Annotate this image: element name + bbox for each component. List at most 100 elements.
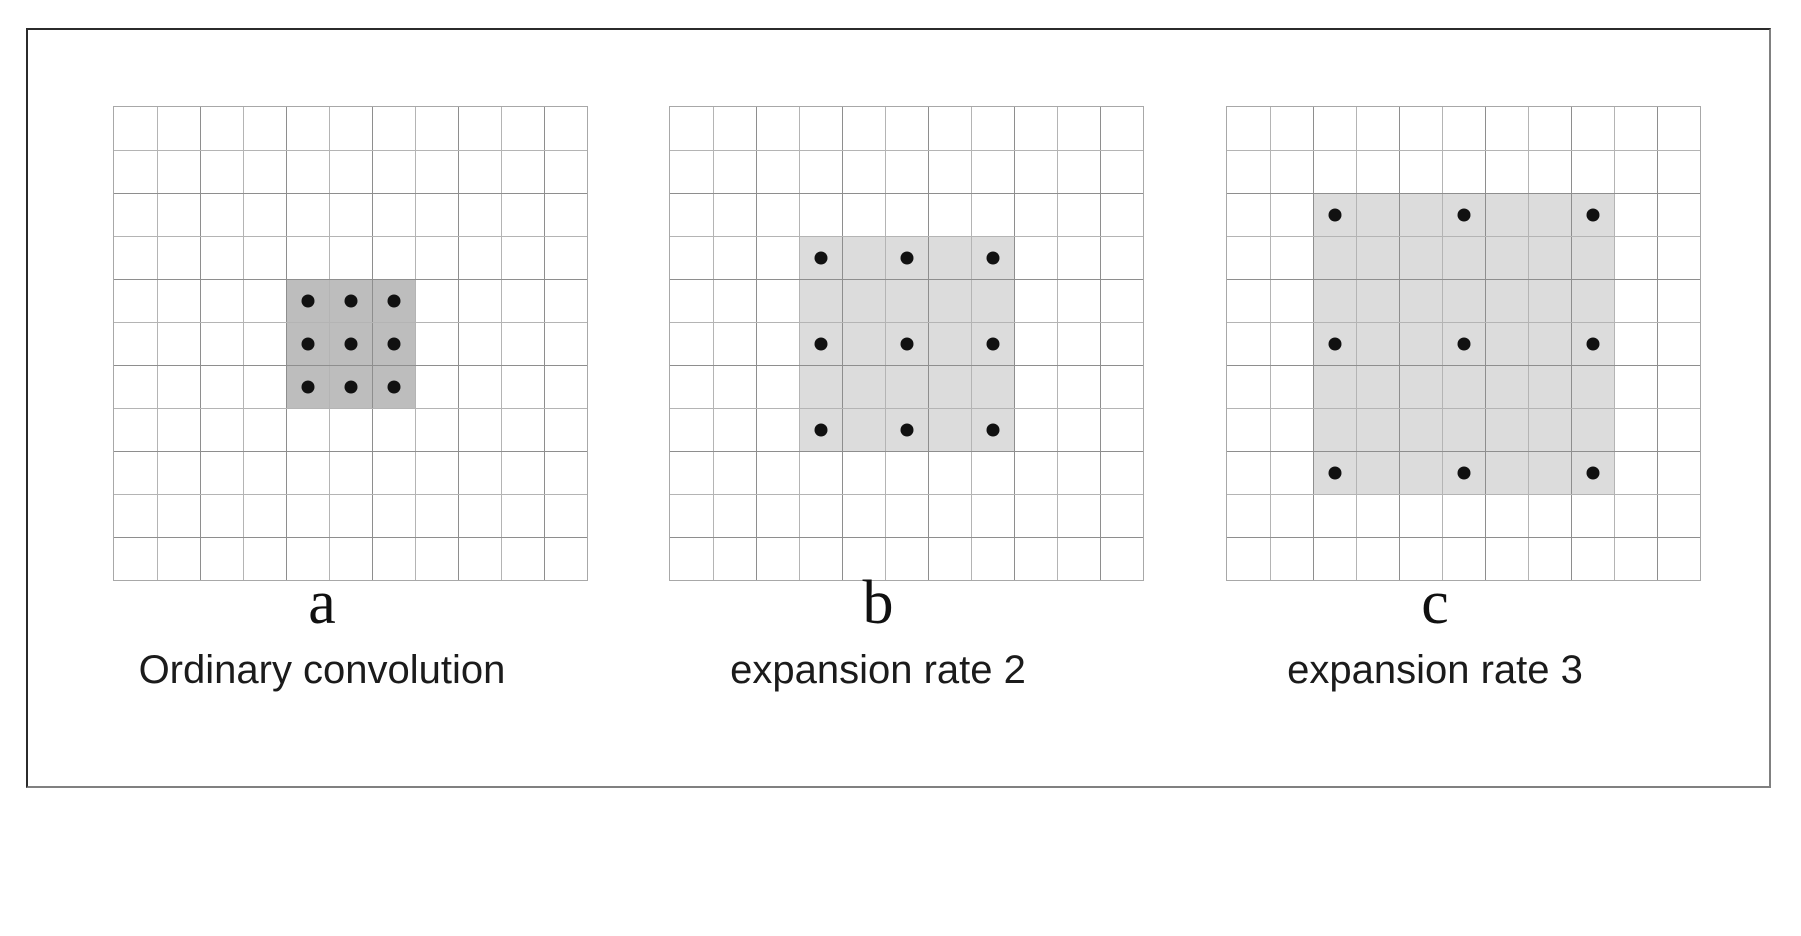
grid-line-vertical	[1442, 107, 1443, 580]
grid-line-horizontal	[670, 150, 1143, 151]
grid-line-vertical	[1057, 107, 1058, 580]
grid-line-vertical	[544, 107, 545, 580]
grid-line-horizontal	[1227, 408, 1700, 409]
grid-line-vertical	[286, 107, 287, 580]
grid-line-vertical	[1571, 107, 1572, 580]
kernel-sample-dot	[1457, 337, 1470, 350]
grid-line-horizontal	[670, 193, 1143, 194]
kernel-sample-dot	[1586, 208, 1599, 221]
grid-line-vertical	[329, 107, 330, 580]
grid-line-horizontal	[114, 279, 587, 280]
grid-line-vertical	[200, 107, 201, 580]
grid-line-vertical	[458, 107, 459, 580]
kernel-sample-dot	[1586, 337, 1599, 350]
kernel-sample-dot	[814, 251, 827, 264]
panel-b-letter: b	[862, 569, 894, 637]
grid-line-vertical	[885, 107, 886, 580]
grid-line-vertical	[1356, 107, 1357, 580]
grid-line-vertical	[756, 107, 757, 580]
kernel-sample-dot	[344, 380, 357, 393]
grid-line-vertical	[1485, 107, 1486, 580]
panel-c: c expansion rate 3	[1200, 30, 1701, 786]
kernel-sample-dot	[1586, 466, 1599, 479]
grid-line-horizontal	[670, 365, 1143, 366]
grid-line-vertical	[1014, 107, 1015, 580]
grid-line-vertical	[1270, 107, 1271, 580]
kernel-sample-dot	[900, 337, 913, 350]
grid-line-horizontal	[1227, 365, 1700, 366]
grid-line-horizontal	[114, 193, 587, 194]
panel-c-caption: expansion rate 3	[1287, 648, 1583, 692]
grid-line-vertical	[928, 107, 929, 580]
grid-line-horizontal	[1227, 322, 1700, 323]
grid-line-vertical	[842, 107, 843, 580]
kernel-sample-dot	[387, 380, 400, 393]
panel-a: a Ordinary convolution	[87, 30, 588, 786]
kernel-sample-dot	[900, 423, 913, 436]
kernel-sample-dot	[387, 294, 400, 307]
grid-line-horizontal	[1227, 494, 1700, 495]
kernel-sample-dot	[986, 251, 999, 264]
panel-b-caption: expansion rate 2	[730, 648, 1026, 692]
grid-line-horizontal	[670, 408, 1143, 409]
grid-line-horizontal	[670, 236, 1143, 237]
kernel-sample-dot	[814, 337, 827, 350]
grid-line-horizontal	[1227, 279, 1700, 280]
grid-line-vertical	[157, 107, 158, 580]
grid-line-vertical	[971, 107, 972, 580]
grid-line-vertical	[799, 107, 800, 580]
grid-line-vertical	[1100, 107, 1101, 580]
panel-b-grid-wrap	[669, 106, 1144, 581]
kernel-sample-dot	[1328, 337, 1341, 350]
grid-line-horizontal	[114, 494, 587, 495]
grid-line-horizontal	[670, 494, 1143, 495]
grid-line-horizontal	[114, 408, 587, 409]
kernel-sample-dot	[344, 337, 357, 350]
grid-line-horizontal	[114, 236, 587, 237]
grid-line-horizontal	[114, 322, 587, 323]
panel-a-grid-wrap	[113, 106, 588, 581]
grid-line-horizontal	[114, 537, 587, 538]
kernel-sample-dot	[1328, 466, 1341, 479]
grid-line-vertical	[1657, 107, 1658, 580]
kernel-sample-dot	[301, 337, 314, 350]
kernel-sample-dot	[900, 251, 913, 264]
grid-line-horizontal	[1227, 236, 1700, 237]
kernel-sample-dot	[344, 294, 357, 307]
grid-line-vertical	[1614, 107, 1615, 580]
kernel-sample-dot	[986, 337, 999, 350]
grid-line-vertical	[1399, 107, 1400, 580]
kernel-sample-dot	[301, 294, 314, 307]
kernel-sample-dot	[1328, 208, 1341, 221]
grid-line-vertical	[713, 107, 714, 580]
grid-line-horizontal	[670, 279, 1143, 280]
grid-line-vertical	[372, 107, 373, 580]
kernel-sample-dot	[387, 337, 400, 350]
kernel-sample-dot	[301, 380, 314, 393]
panel-c-grid-wrap	[1226, 106, 1701, 581]
kernel-sample-dot	[986, 423, 999, 436]
grid-line-horizontal	[1227, 193, 1700, 194]
figure-frame: a Ordinary convolution b expansion rate …	[26, 28, 1771, 788]
panel-b: b expansion rate 2	[643, 30, 1144, 786]
grid-line-horizontal	[1227, 537, 1700, 538]
grid-line-horizontal	[1227, 451, 1700, 452]
kernel-sample-dot	[814, 423, 827, 436]
grid-line-horizontal	[670, 322, 1143, 323]
panel-a-letter: a	[308, 569, 336, 637]
panel-a-grid	[113, 106, 588, 581]
panel-c-letter: c	[1421, 569, 1449, 637]
grid-line-horizontal	[114, 451, 587, 452]
panel-a-caption: Ordinary convolution	[138, 648, 506, 692]
panel-b-grid	[669, 106, 1144, 581]
grid-line-vertical	[501, 107, 502, 580]
panel-c-grid	[1226, 106, 1701, 581]
grid-line-horizontal	[670, 537, 1143, 538]
kernel-sample-dot	[1457, 466, 1470, 479]
grid-line-horizontal	[670, 451, 1143, 452]
grid-line-horizontal	[114, 150, 587, 151]
grid-line-vertical	[1528, 107, 1529, 580]
kernel-sample-dot	[1457, 208, 1470, 221]
grid-line-vertical	[415, 107, 416, 580]
